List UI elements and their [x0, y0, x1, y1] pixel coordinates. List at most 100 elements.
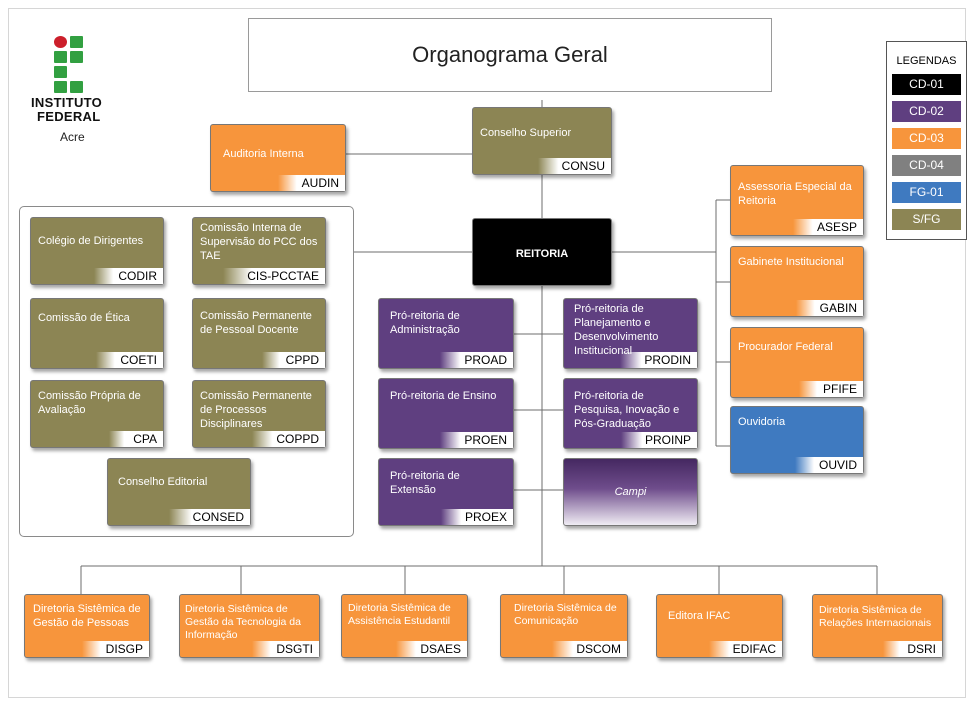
node-label: Pró-reitoria de Administração	[390, 310, 460, 336]
node-code: CPPD	[261, 352, 325, 368]
node-code: COPPD	[252, 431, 325, 447]
node-label: Conselho Superior	[480, 127, 572, 139]
node-dsaes[interactable]: Diretoria Sistêmica de Assistência Estud…	[341, 594, 468, 658]
node-ouvid[interactable]: Ouvidoria OUVID	[730, 406, 864, 474]
node-code: CONSED	[168, 509, 250, 525]
logo-red-dot	[54, 36, 67, 48]
node-code: CIS-PCCTAE	[223, 268, 325, 284]
logo-line-instituto: INSTITUTO	[31, 95, 103, 110]
node-label: Pró-reitoria de Planejamento e Desenvolv…	[574, 303, 659, 357]
ifac-logo: INSTITUTO FEDERAL Acre	[26, 34, 122, 144]
node-label: Ouvidoria	[738, 416, 786, 428]
node-cispcctae[interactable]: Comissão Interna de Supervisão do PCC do…	[192, 217, 326, 285]
node-proinp[interactable]: Pró-reitoria de Pesquisa, Inovação e Pós…	[563, 378, 698, 449]
node-campi[interactable]: Campi	[563, 458, 698, 526]
legend-item: CD-02	[892, 101, 961, 122]
node-coeti[interactable]: Comissão de Ética COETI	[30, 298, 164, 369]
node-edifac[interactable]: Editora IFAC EDIFAC	[656, 594, 783, 658]
legend-title: LEGENDAS	[896, 55, 957, 67]
node-label: Comissão Permanente de Pessoal Docente	[200, 310, 312, 336]
logo-line-acre: Acre	[60, 130, 85, 144]
diagram-frame	[8, 8, 966, 698]
logo-text: INSTITUTO FEDERAL	[31, 96, 102, 124]
page-title: Organograma Geral	[248, 18, 772, 92]
node-consed[interactable]: Conselho Editorial CONSED	[107, 458, 251, 526]
node-code: CPA	[109, 431, 163, 447]
node-dsgti[interactable]: Diretoria Sistêmica de Gestão da Tecnolo…	[179, 594, 320, 658]
node-prodin[interactable]: Pró-reitoria de Planejamento e Desenvolv…	[563, 298, 698, 369]
legend-item: CD-03	[892, 128, 961, 149]
node-code: DSGTI	[252, 641, 319, 657]
node-code: ASESP	[792, 219, 863, 235]
logo-square	[54, 66, 67, 78]
node-label: Colégio de Dirigentes	[38, 235, 144, 247]
node-dscom[interactable]: Diretoria Sistêmica de Comunicação DSCOM	[500, 594, 628, 658]
node-proex[interactable]: Pró-reitoria de Extensão PROEX	[378, 458, 514, 526]
node-pfife[interactable]: Procurador Federal PFIFE	[730, 327, 864, 398]
logo-square	[54, 81, 67, 93]
node-label: Comissão de Ética	[38, 312, 130, 324]
node-code: PRODIN	[620, 352, 697, 368]
node-label: Conselho Editorial	[118, 476, 208, 488]
node-code: OUVID	[794, 457, 863, 473]
node-label: Auditoria Interna	[223, 148, 304, 160]
node-label: REITORIA	[515, 248, 569, 260]
node-proad[interactable]: Pró-reitoria de Administração PROAD	[378, 298, 514, 369]
node-dsri[interactable]: Diretoria Sistêmica de Relações Internac…	[812, 594, 943, 658]
node-cpa[interactable]: Comissão Própria de Avaliação CPA	[30, 380, 164, 448]
node-reitoria[interactable]: REITORIA	[472, 218, 612, 286]
node-code: PROEN	[440, 432, 513, 448]
node-label: Diretoria Sistêmica de Gestão da Tecnolo…	[185, 603, 301, 641]
legend-item: FG-01	[892, 182, 961, 203]
node-codir[interactable]: Colégio de Dirigentes CODIR	[30, 217, 164, 285]
node-gabin[interactable]: Gabinete Institucional GABIN	[730, 246, 864, 317]
node-code: AUDIN	[277, 175, 345, 191]
node-code: PROINP	[620, 432, 697, 448]
legend-item: S/FG	[892, 209, 961, 230]
node-consu[interactable]: Conselho Superior CONSU	[472, 107, 612, 175]
node-code: PFIFE	[798, 381, 863, 397]
legend: LEGENDAS CD-01 CD-02 CD-03 CD-04 FG-01 S…	[886, 41, 967, 240]
node-label: Pró-reitoria de Extensão	[390, 470, 460, 496]
node-label: Editora IFAC	[668, 610, 731, 622]
logo-line-federal: FEDERAL	[37, 109, 101, 124]
node-code: COETI	[96, 352, 163, 368]
node-label: Diretoria Sistêmica de Comunicação	[514, 602, 617, 627]
logo-square	[70, 36, 83, 48]
node-cppd[interactable]: Comissão Permanente de Pessoal Docente C…	[192, 298, 326, 369]
node-code: EDIFAC	[708, 641, 782, 657]
node-coppd[interactable]: Comissão Permanente de Processos Discipl…	[192, 380, 326, 448]
node-label: Diretoria Sistêmica de Relações Internac…	[819, 604, 932, 629]
legend-item: CD-04	[892, 155, 961, 176]
node-code: DISGP	[81, 641, 149, 657]
node-label: Campi	[614, 486, 647, 498]
node-code: PROAD	[440, 352, 513, 368]
node-code: CODIR	[94, 268, 163, 284]
node-label: Pró-reitoria de Ensino	[390, 390, 497, 402]
node-audin[interactable]: Auditoria Interna AUDIN	[210, 124, 346, 192]
node-label: Diretoria Sistêmica de Assistência Estud…	[348, 602, 451, 627]
logo-square	[54, 51, 67, 63]
node-label: Comissão Permanente de Processos Discipl…	[200, 390, 312, 430]
node-code: DSRI	[883, 641, 942, 657]
node-label: Assessoria Especial da Reitoria	[738, 181, 852, 207]
node-code: DSAES	[396, 641, 467, 657]
node-asesp[interactable]: Assessoria Especial da Reitoria ASESP	[730, 165, 864, 236]
node-code: GABIN	[795, 300, 863, 316]
node-code: DSCOM	[552, 641, 627, 657]
node-label: Comissão Interna de Supervisão do PCC do…	[200, 222, 318, 262]
node-code: CONSU	[537, 158, 611, 174]
node-label: Pró-reitoria de Pesquisa, Inovação e Pós…	[574, 390, 680, 430]
node-label: Gabinete Institucional	[738, 256, 844, 268]
commissions-group	[19, 206, 354, 537]
node-label: Procurador Federal	[738, 341, 833, 353]
logo-square	[70, 51, 83, 63]
node-label: Comissão Própria de Avaliação	[38, 390, 141, 416]
node-code: PROEX	[440, 509, 513, 525]
node-disgp[interactable]: Diretoria Sistêmica de Gestão de Pessoas…	[24, 594, 150, 658]
legend-item: CD-01	[892, 74, 961, 95]
node-proen[interactable]: Pró-reitoria de Ensino PROEN	[378, 378, 514, 449]
logo-square	[70, 81, 83, 93]
node-label: Diretoria Sistêmica de Gestão de Pessoas	[33, 603, 141, 629]
